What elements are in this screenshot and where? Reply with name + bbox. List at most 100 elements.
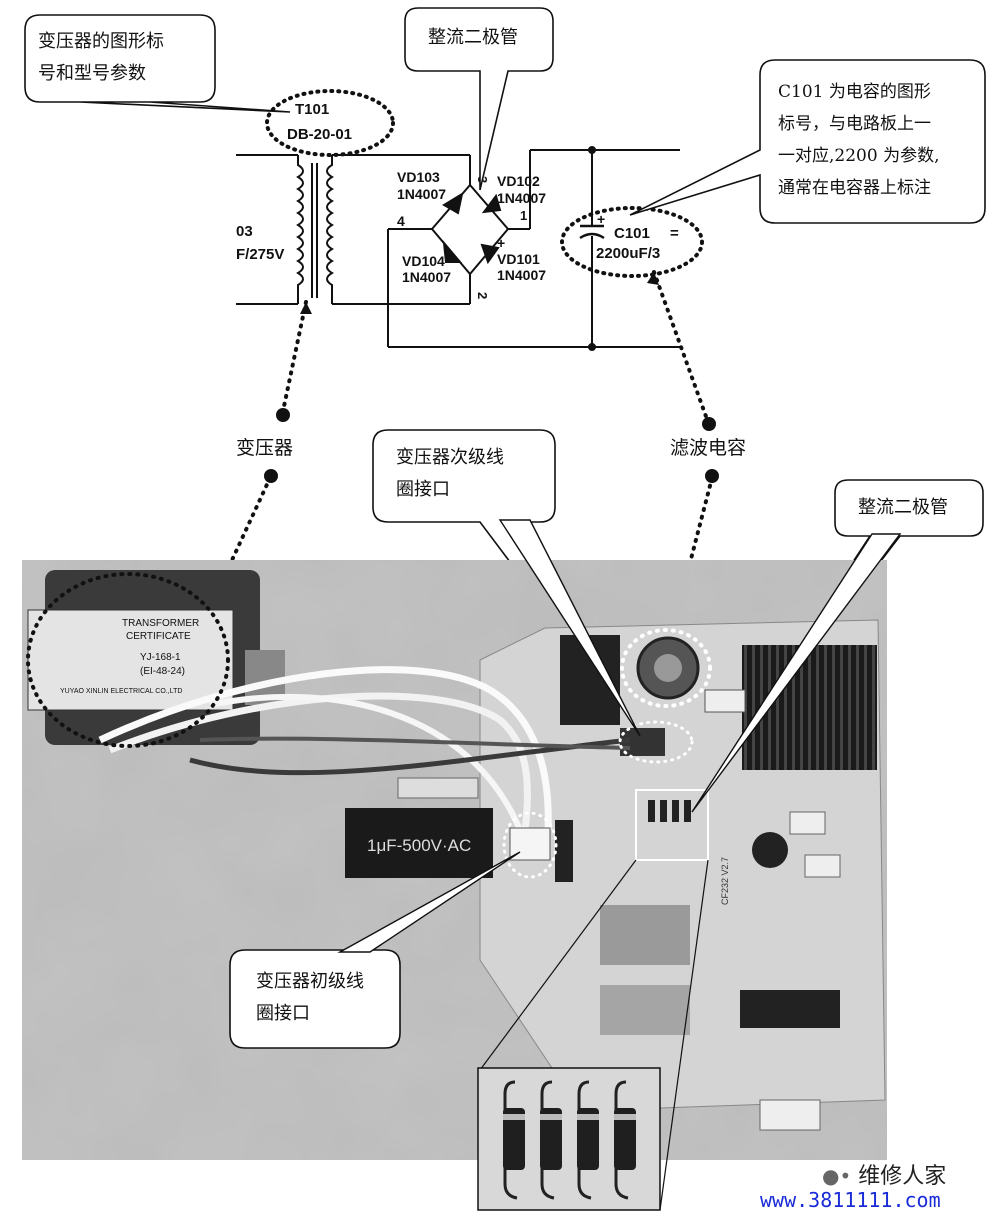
primary-winding xyxy=(296,155,304,304)
vd101-label: VD101 xyxy=(497,251,540,267)
vd102-part: 1N4007 xyxy=(497,190,546,206)
pin-2: 2 xyxy=(475,292,490,299)
ic-chip xyxy=(740,990,840,1028)
wechat-icon: ●• xyxy=(822,1164,852,1188)
pin-4: 4 xyxy=(397,213,405,229)
vd102-label: VD102 xyxy=(497,173,540,189)
dot-transformer-bottom xyxy=(264,469,278,483)
label-transformer: 变压器 xyxy=(236,437,294,459)
zoom-diode-bands xyxy=(503,1114,636,1120)
vd101-part: 1N4007 xyxy=(497,267,546,283)
arrow-capacitor xyxy=(647,272,659,285)
watermark-brand-text: 维修人家 xyxy=(858,1164,947,1189)
leader-schematic-transformer xyxy=(281,300,308,413)
wire-white-3 xyxy=(209,693,523,832)
cap-plate-bottom xyxy=(579,232,605,240)
rectifier-diodes-board xyxy=(648,800,691,822)
relay-2 xyxy=(600,985,690,1035)
relay-1 xyxy=(600,905,690,965)
watermark-brand: ●• 维修人家 xyxy=(822,1158,946,1190)
t101-ref: T101 xyxy=(295,101,329,118)
bubble-secondary-tail xyxy=(498,519,641,737)
c101-suffix: = xyxy=(670,225,679,242)
cap-left-value: F/275V xyxy=(236,246,284,263)
callout-transformer-symbol: 变压器的图形标 号和型号参数 xyxy=(38,31,164,84)
vd103-part: 1N4007 xyxy=(397,186,446,202)
zoom-diode-bodies xyxy=(503,1108,636,1170)
highlight-transformer-photo xyxy=(26,572,230,748)
zoom-line-left xyxy=(479,859,637,1071)
callout-secondary-coil: 变压器次级线 圈接口 xyxy=(396,447,504,500)
connector-small-2 xyxy=(804,854,841,878)
leader-lines xyxy=(193,270,714,642)
plate-line-2: CERTIFICATE xyxy=(126,631,191,642)
film-capacitor-label: 1μF-500V·AC xyxy=(367,836,471,855)
callout-primary-coil: 变压器初级线 圈接口 xyxy=(256,971,364,1024)
plate-maker: YUYAO XINLIN ELECTRICAL CO.,LTD xyxy=(60,688,182,695)
bubble-capacitor-note xyxy=(629,59,986,224)
highlight-primary-photo xyxy=(502,811,558,879)
vd104-label: VD104 xyxy=(402,253,445,269)
zoom-line-right xyxy=(659,859,709,1211)
callout-capacitor-note: C101 为电容的图形 标号，与电路板上一 一对应,2200 为参数, 通常在电… xyxy=(778,82,940,198)
c101-ref: C101 xyxy=(614,225,650,242)
dot-capacitor-top xyxy=(702,417,716,431)
t101-model: DB-20-01 xyxy=(287,126,352,143)
diode-vd101 xyxy=(480,243,500,265)
vd104-part: 1N4007 xyxy=(402,269,451,285)
bubble-primary-coil-top xyxy=(229,949,401,1049)
transformer-label-plate xyxy=(27,609,234,711)
connector-right xyxy=(704,689,746,713)
wire-dark-1 xyxy=(189,737,631,776)
callout-rectifier-right: 整流二极管 xyxy=(858,497,948,518)
label-filter-capacitor: 滤波电容 xyxy=(670,437,747,459)
callout-rectifier-top: 整流二极管 xyxy=(428,27,518,48)
capacitor-vent xyxy=(654,654,682,682)
bubble-transformer-symbol xyxy=(24,14,291,113)
plate-model: YJ-168-1 xyxy=(140,652,181,663)
junction-top xyxy=(588,146,596,154)
arrow-transformer xyxy=(300,302,312,314)
wire-white-2 xyxy=(108,692,531,831)
board-code: CF232 V2.7 xyxy=(720,857,730,905)
diode-vd103 xyxy=(442,191,464,215)
film-capacitor xyxy=(345,808,493,878)
dot-capacitor-bottom xyxy=(705,469,719,483)
diode-vd102 xyxy=(481,193,502,214)
vd103-label: VD103 xyxy=(397,169,440,185)
bubble-rectifier-top xyxy=(404,7,554,191)
diode-vd104 xyxy=(442,239,463,263)
primary-connector xyxy=(509,827,551,861)
pin-1: 1 xyxy=(520,208,527,223)
secondary-winding xyxy=(326,155,334,304)
pcb-photo: TRANSFORMER CERTIFICATE YJ-168-1 (EI-48-… xyxy=(22,560,887,1211)
bubble-primary-coil-tail xyxy=(337,851,521,953)
cap-left-ref: 03 xyxy=(236,223,253,240)
highlight-t101 xyxy=(265,89,395,157)
wire-white-1 xyxy=(98,666,552,831)
rectifier-box xyxy=(635,789,709,861)
bridge-plus: + xyxy=(497,235,505,251)
electrolytic-small xyxy=(555,820,573,882)
c101-value: 2200uF/3 xyxy=(596,245,660,262)
bubble-rectifier-tail xyxy=(691,533,902,813)
highlight-secondary-photo xyxy=(618,720,694,764)
junction-bottom xyxy=(588,343,596,351)
schematic xyxy=(236,146,680,351)
plate-line-1: TRANSFORMER xyxy=(122,618,199,629)
connector-bottom xyxy=(759,1099,821,1131)
dot-transformer-top xyxy=(276,408,290,422)
leader-photo-transformer xyxy=(193,476,272,642)
buzzer xyxy=(752,832,788,868)
highlight-capacitor-photo xyxy=(620,628,712,708)
wire-dark-2 xyxy=(199,736,631,750)
leader-schematic-capacitor xyxy=(652,270,710,424)
plate-core: (EI-48-24) xyxy=(140,666,185,677)
watermark-url: www.3811111.com xyxy=(760,1188,941,1212)
highlight-c101 xyxy=(560,206,704,278)
connector-small-1 xyxy=(789,811,826,835)
connector-strip xyxy=(397,777,479,799)
cap-plus: + xyxy=(597,211,605,227)
